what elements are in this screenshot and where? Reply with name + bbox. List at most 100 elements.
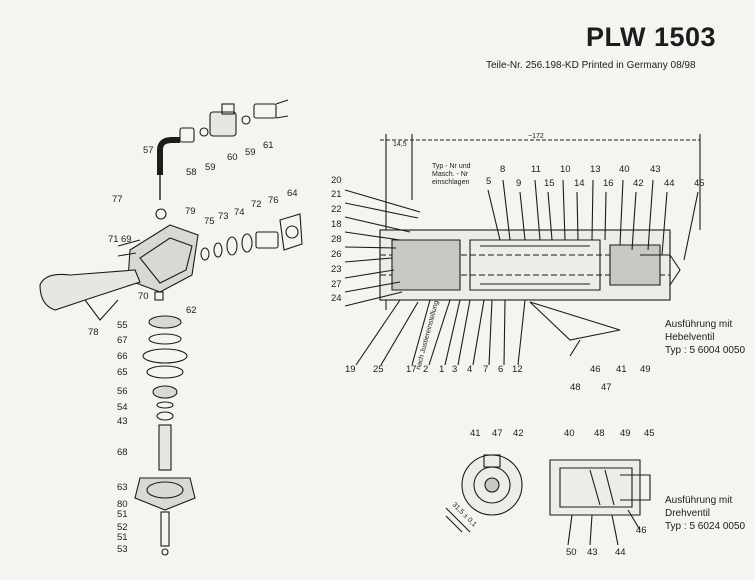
- part-label-24: 24: [331, 293, 342, 304]
- part-label-1: 1: [439, 364, 444, 375]
- part-label-25: 25: [373, 364, 384, 375]
- part-label-26: 26: [331, 249, 342, 260]
- part-label-48: 48: [594, 428, 605, 439]
- caption-drehventil: Ausführung mit Drehventil Typ : 5 6024 0…: [665, 494, 745, 533]
- part-label-59: 59: [245, 147, 256, 158]
- part-label-68: 68: [117, 447, 128, 458]
- part-label-15: 15: [544, 178, 555, 189]
- part-label-16: 16: [603, 178, 614, 189]
- part-label-50: 50: [566, 547, 577, 558]
- part-label-60: 60: [227, 152, 238, 163]
- detail-views: [445, 454, 651, 546]
- part-label-5: 5: [486, 176, 491, 187]
- caption-dreh-line1: Ausführung mit: [665, 495, 733, 506]
- part-label-3: 3: [452, 364, 457, 375]
- part-label-58: 58: [186, 167, 197, 178]
- part-label-9: 9: [516, 178, 521, 189]
- dim-14-5: 14,5: [393, 141, 407, 148]
- part-label-6: 6: [498, 364, 503, 375]
- part-label-20: 20: [331, 175, 342, 186]
- part-label-53: 53: [117, 544, 128, 555]
- part-label-80: 80: [117, 499, 128, 510]
- part-label-61: 61: [263, 140, 274, 151]
- part-label-45: 45: [644, 428, 655, 439]
- part-label-51: 51: [117, 532, 128, 543]
- part-label-43: 43: [650, 164, 661, 175]
- section-view: [344, 134, 701, 366]
- caption-dreh-line3: Typ : 5 6024 0050: [665, 521, 746, 532]
- part-label-44: 44: [615, 547, 626, 558]
- part-label-71: 71: [108, 234, 119, 245]
- part-label-63: 63: [117, 482, 128, 493]
- document-title: PLW 1503: [586, 22, 717, 52]
- part-label-57: 57: [143, 145, 154, 156]
- part-label-65: 65: [117, 367, 128, 378]
- part-label-40: 40: [619, 164, 630, 175]
- part-label-40: 40: [564, 428, 575, 439]
- caption-hebel-line2: Hebelventil: [665, 332, 715, 343]
- part-label-18: 18: [331, 219, 342, 230]
- exploded-view: [39, 99, 303, 556]
- part-label-42: 42: [633, 178, 644, 189]
- part-label-49: 49: [620, 428, 631, 439]
- part-label-79: 79: [185, 206, 196, 217]
- part-label-49: 49: [640, 364, 651, 375]
- part-label-44: 44: [664, 178, 675, 189]
- part-label-22: 22: [331, 204, 342, 215]
- part-label-7: 7: [483, 364, 488, 375]
- document-subtitle: Teile-Nr. 256.198-KD Printed in Germany …: [486, 60, 696, 71]
- part-label-72: 72: [251, 199, 262, 210]
- part-label-2: 2: [423, 364, 428, 375]
- part-label-41: 41: [470, 428, 481, 439]
- part-label-43: 43: [587, 547, 598, 558]
- part-label-56: 56: [117, 386, 128, 397]
- part-label-4: 4: [467, 364, 472, 375]
- part-label-46: 46: [636, 525, 647, 536]
- part-label-70: 70: [138, 291, 149, 302]
- part-label-41: 41: [616, 364, 627, 375]
- part-label-21: 21: [331, 189, 342, 200]
- part-label-43: 43: [117, 416, 128, 427]
- part-label-17: 17: [406, 364, 417, 375]
- caption-hebel-line3: Typ : 5 6004 0050: [665, 345, 746, 356]
- dim-172: ~172: [528, 133, 544, 140]
- part-label-54: 54: [117, 402, 128, 413]
- part-label-42: 42: [513, 428, 524, 439]
- part-label-19: 19: [345, 364, 356, 375]
- part-label-55: 55: [117, 320, 128, 331]
- part-label-46: 46: [590, 364, 601, 375]
- part-label-64: 64: [287, 188, 298, 199]
- part-label-59: 59: [205, 162, 216, 173]
- part-label-78: 78: [88, 327, 99, 338]
- part-label-12: 12: [512, 364, 523, 375]
- part-label-52: 52: [117, 522, 128, 533]
- part-label-47: 47: [601, 382, 612, 393]
- part-label-45: 45: [694, 178, 705, 189]
- part-label-10: 10: [560, 164, 571, 175]
- caption-hebelventil: Ausführung mit Hebelventil Typ : 5 6004 …: [665, 318, 745, 357]
- part-label-23: 23: [331, 264, 342, 275]
- caption-dreh-line2: Drehventil: [665, 508, 711, 519]
- part-label-67: 67: [117, 335, 128, 346]
- part-label-13: 13: [590, 164, 601, 175]
- part-label-47: 47: [492, 428, 503, 439]
- part-label-11: 11: [531, 164, 541, 175]
- part-label-8: 8: [500, 164, 505, 175]
- part-label-77: 77: [112, 194, 123, 205]
- part-label-66: 66: [117, 351, 128, 362]
- part-label-27: 27: [331, 279, 342, 290]
- part-label-62: 62: [186, 305, 197, 316]
- part-label-69: 69: [121, 234, 132, 245]
- caption-hebel-line1: Ausführung mit: [665, 319, 733, 330]
- part-label-48: 48: [570, 382, 581, 393]
- part-label-75: 75: [204, 216, 215, 227]
- adjust-note: nach Justiereinstellung: [415, 300, 440, 371]
- part-label-51: 51: [117, 509, 128, 520]
- part-label-14: 14: [574, 178, 585, 189]
- part-label-73: 73: [218, 211, 229, 222]
- part-label-76: 76: [268, 195, 279, 206]
- part-label-28: 28: [331, 234, 342, 245]
